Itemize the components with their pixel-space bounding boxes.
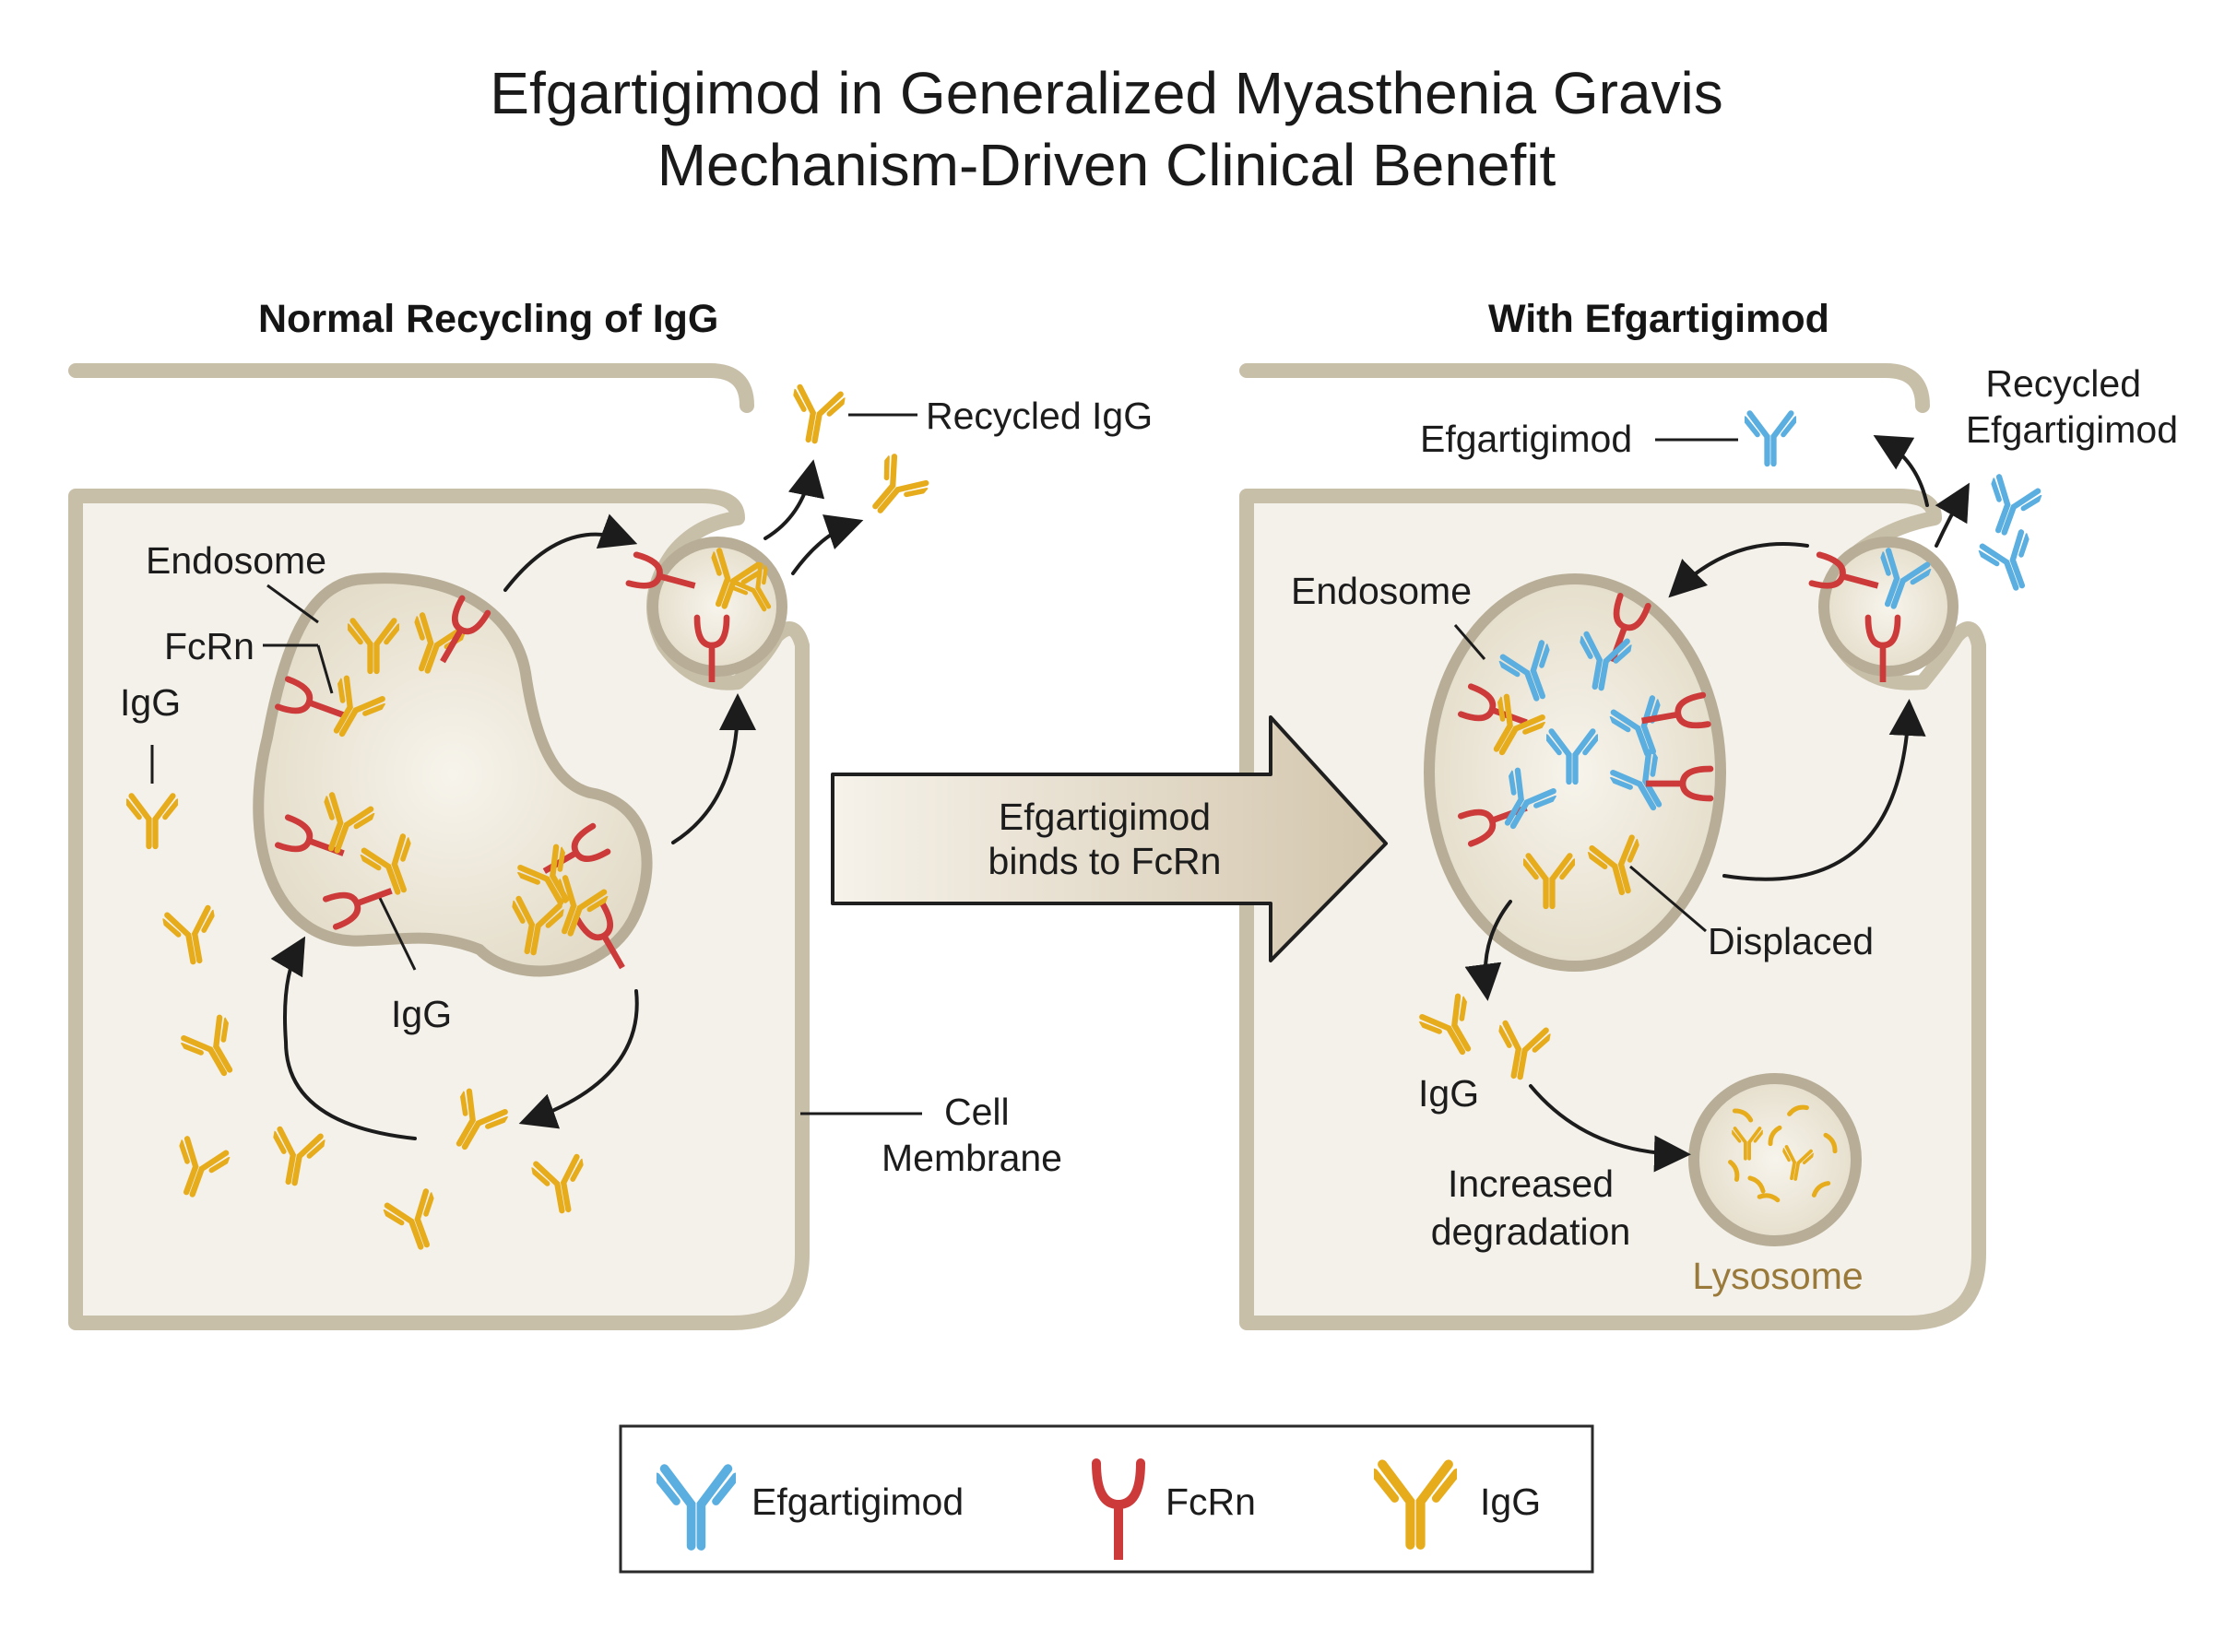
arrow-to-lysosome (1529, 1084, 1691, 1173)
label-fcrn-left: FcRn (164, 625, 254, 667)
arrow-recycle-up2 (1935, 482, 1970, 548)
left-cell-top-membrane (68, 363, 754, 413)
label-recycled-2: Efgartigimod (1966, 408, 2178, 451)
right-cell (1239, 363, 1986, 1330)
igg-antibody-icon (858, 454, 930, 525)
efgartigimod-antibody-icon (1745, 413, 1796, 464)
efgartigimod-antibody-icon (1977, 475, 2042, 539)
left-endosome (253, 572, 653, 977)
legend-item-igg: IgG (1374, 1464, 1541, 1544)
legend-label-efgartigimod: Efgartigimod (751, 1481, 964, 1523)
left-flow-arrows (270, 459, 864, 1140)
arrow-endosome-down (1464, 900, 1512, 1001)
arrow-uptake-left (270, 936, 417, 1140)
label-igg-side: IgG (120, 681, 181, 724)
label-cell-membrane-2: Membrane (882, 1137, 1062, 1179)
arrow-endosome-to-vesicle-right (1722, 699, 1926, 881)
efgartigimod-antibody-icon (1978, 530, 2043, 595)
arrow-endosome-to-vesicle-lower (671, 693, 756, 844)
label-igg-center: IgG (391, 993, 452, 1035)
arrow-endosome-to-vesicle (503, 513, 638, 592)
left-cell (68, 363, 810, 1330)
arrow-vesicle-up1 (763, 459, 825, 540)
legend-item-efgartigimod: Efgartigimod (657, 1469, 964, 1546)
igg-fragment (1728, 1160, 1740, 1182)
lysosome (1688, 1073, 1862, 1246)
right-panel-title: With Efgartigimod (1488, 297, 1829, 341)
arrow-uptake-right (518, 989, 639, 1129)
label-increased-1: Increased (1448, 1162, 1614, 1205)
label-efgartigimod: Efgartigimod (1420, 418, 1632, 460)
legend-label-igg: IgG (1480, 1481, 1541, 1523)
igg-fragment (1768, 1125, 1782, 1147)
label-cell-membrane-1: Cell (944, 1091, 1010, 1133)
igg-fragment (1732, 1108, 1754, 1123)
label-endosome-right: Endosome (1291, 570, 1472, 612)
label-recycled-igg: Recycled IgG (926, 395, 1153, 437)
left-leader-lines (150, 413, 922, 1115)
arrow-label-line2: binds to FcRn (988, 840, 1222, 882)
label-displaced: Displaced (1708, 920, 1874, 962)
right-leader-lines (1453, 438, 1738, 933)
arrow-vesicle-to-endosome (1668, 542, 1809, 598)
page-title-line1: Efgartigimod in Generalized Myasthenia G… (490, 60, 1723, 126)
arrow-label-line1: Efgartigimod (999, 796, 1211, 838)
label-increased-2: degradation (1431, 1210, 1631, 1253)
legend: Efgartigimod FcRn IgG (619, 1424, 1594, 1574)
label-recycled-1: Recycled (1985, 362, 2141, 405)
igg-antibody-icon (787, 386, 846, 444)
arrow-recycle-up1 (1873, 434, 1929, 507)
igg-fragment (1757, 1193, 1781, 1203)
arrow-vesicle-up2 (791, 514, 864, 575)
right-flow-arrows (1464, 434, 1970, 1173)
right-cell-top-membrane (1239, 363, 1930, 413)
label-lysosome: Lysosome (1692, 1255, 1863, 1297)
legend-label-fcrn: FcRn (1166, 1481, 1256, 1523)
legend-item-fcrn: FcRn (1096, 1463, 1256, 1560)
igg-fragment (1787, 1104, 1809, 1116)
page-title-line2: Mechanism-Driven Clinical Benefit (657, 132, 1556, 198)
molecule-layer (126, 386, 2043, 1255)
igg-fragment (1747, 1175, 1766, 1194)
igg-fragment (1811, 1181, 1831, 1198)
label-endosome-left: Endosome (146, 539, 326, 582)
igg-fragment (1823, 1132, 1838, 1154)
center-process-arrow (831, 715, 1388, 962)
label-igg-right: IgG (1418, 1072, 1479, 1115)
left-panel-title: Normal Recycling of IgG (258, 297, 719, 341)
page-title: Efgartigimod in Generalized Myasthenia G… (0, 57, 2213, 201)
